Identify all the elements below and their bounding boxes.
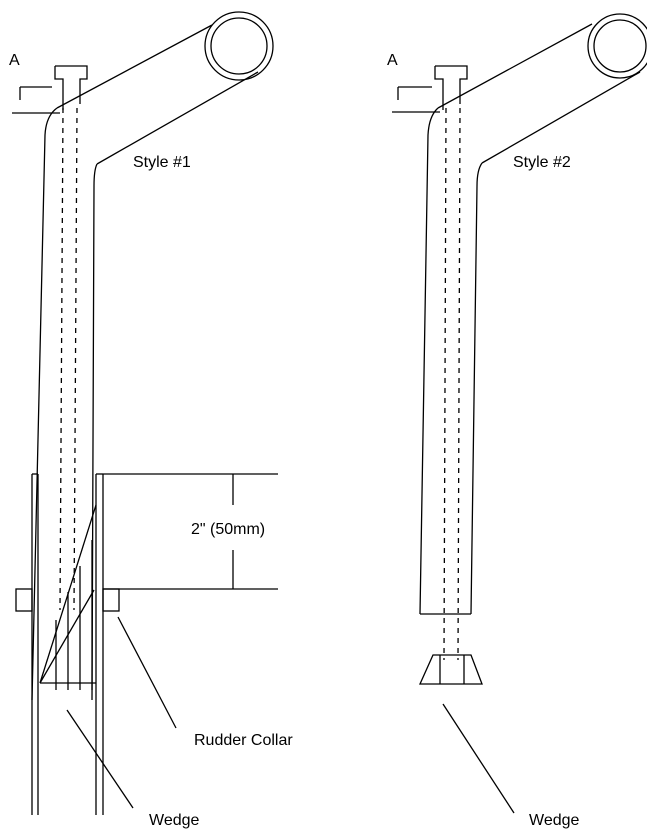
style-2-tiller: A Style #2 Wedge bbox=[387, 13, 647, 829]
style-2-shaft-left bbox=[419, 107, 439, 615]
style-1-shaft-left bbox=[31, 107, 58, 701]
style-1-rudder-collar-right bbox=[102, 588, 120, 612]
style-2-bolt-head bbox=[434, 65, 468, 110]
style-1-rudder-collar-left bbox=[15, 588, 33, 612]
style-1-tiller: A Style #1 bbox=[9, 11, 293, 829]
style-1-rudder-stock bbox=[31, 473, 104, 815]
tiller-bar-end-outer bbox=[204, 11, 274, 81]
style-2-dimension-a-label: A bbox=[387, 52, 398, 69]
style-1-dimension-a-label: A bbox=[9, 52, 20, 69]
style-2-wedge-leader bbox=[442, 703, 515, 814]
style-1-measurement-label: 2" (50mm) bbox=[191, 521, 265, 538]
style-2-bolt-dashed-right bbox=[457, 107, 461, 661]
style-2-bolt-dashed-left bbox=[443, 107, 447, 661]
style-1-rudder-collar-label: Rudder Collar bbox=[194, 732, 293, 749]
style-1-bolt-dashed-right bbox=[73, 107, 78, 611]
tiller-2-bar-end-inner bbox=[593, 19, 647, 73]
style-2-wedge-label: Wedge bbox=[529, 812, 580, 829]
style-2-title: Style #2 bbox=[513, 154, 571, 171]
tiller-2-bar-end-outer bbox=[587, 13, 647, 79]
style-1-bolt-dashed-left bbox=[59, 107, 64, 611]
style-2-wedge bbox=[418, 654, 483, 685]
tiller-bar-end-inner bbox=[210, 17, 268, 75]
style-1-shaft-right bbox=[91, 163, 98, 701]
style-1-wedge-label: Wedge bbox=[149, 812, 200, 829]
style-2-shaft-right bbox=[470, 162, 483, 615]
style-1-title: Style #1 bbox=[133, 154, 191, 171]
style-1-bolt-head bbox=[54, 65, 88, 110]
style-1-depth-dimension bbox=[103, 473, 278, 590]
style-1-rudder-collar-leader bbox=[117, 616, 177, 729]
style-1-wedge bbox=[39, 504, 97, 690]
style-1-wedge-leader bbox=[66, 709, 134, 809]
